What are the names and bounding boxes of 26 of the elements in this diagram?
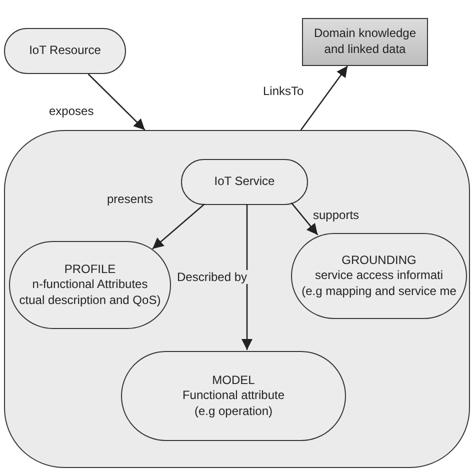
arrow	[290, 202, 318, 236]
node-text: n-functional Attributes	[32, 277, 148, 293]
rounded-node	[291, 233, 467, 319]
rounded-region	[4, 130, 470, 468]
arrow	[88, 74, 146, 130]
node-heading: PROFILE	[64, 262, 116, 278]
node-text: service access informati	[314, 268, 444, 284]
edge-label: Described by	[176, 270, 248, 284]
node-text: Functional attribute	[182, 388, 285, 404]
node-text: (e.g mapping and service me	[302, 284, 456, 300]
arrow	[242, 204, 252, 350]
process-box	[302, 18, 428, 66]
edge-label: LinksTo	[262, 84, 305, 98]
node-text: IoT Service	[214, 174, 275, 190]
node-text: Domain knowledge and linked data	[312, 26, 418, 58]
rounded-node	[181, 159, 308, 205]
node-heading: MODEL	[212, 372, 255, 388]
arrow	[152, 204, 205, 250]
node-text: IoT Resource	[29, 43, 101, 59]
rounded-node	[4, 28, 126, 74]
node-text: (e.g operation)	[194, 404, 273, 420]
node-text: ctual description and QoS)	[19, 292, 161, 308]
edge-label: presents	[106, 192, 154, 206]
arrow	[300, 66, 348, 130]
edge-label: supports	[312, 208, 360, 222]
node-heading: GROUNDING	[342, 252, 416, 268]
